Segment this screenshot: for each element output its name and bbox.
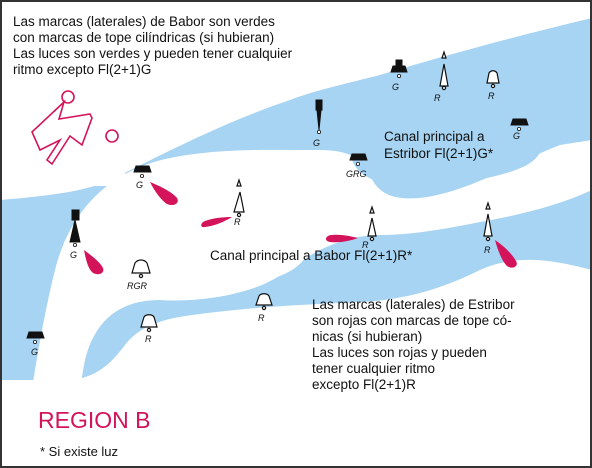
note-line: ritmo excepto Fl(2+1)G (13, 62, 151, 77)
buoy-can-icon (133, 165, 152, 178)
port-marks-note: Las marcas (laterales) de Babor son verd… (13, 14, 293, 77)
buoy-pillar-icon (140, 314, 158, 333)
buoy-can-icon (510, 118, 529, 132)
buoy-spar-icon (233, 178, 245, 218)
buoy-spar-icon (439, 50, 449, 91)
note-line: Las marcas (laterales) de Estribor (312, 297, 515, 312)
buoy-label: R (434, 93, 441, 103)
note-line: nicas (si hubieran) (312, 329, 422, 344)
buoy-label: RGR (127, 281, 148, 291)
note-line: son rojas con marcas de tope có- (312, 313, 512, 328)
buoy-spar-icon (367, 205, 377, 242)
buoy-can-icon (349, 153, 368, 166)
buoy-spar-icon (315, 99, 323, 134)
note-line: excepto Fl(2+1)R (312, 377, 416, 392)
land-left-block (0, 80, 125, 186)
buoy-label: R (488, 91, 495, 101)
canal-line: Canal principal a (384, 129, 485, 144)
buoy-pillar-icon (255, 293, 273, 311)
buoy-label: R (258, 313, 265, 323)
compass-arrow-icon (31, 90, 119, 166)
note-line: con marcas de tope cilíndricas (si hubie… (13, 30, 274, 45)
buoy-label: G (70, 250, 77, 260)
buoy-label: G (392, 82, 399, 92)
buoy-label: G (513, 131, 520, 141)
note-line: Las luces son rojas y pueden (312, 345, 487, 360)
buoy-can-icon (390, 59, 408, 79)
starboard-marks-note: Las marcas (laterales) de Estribor son r… (312, 297, 515, 392)
buoy-labels: G R R G G GRG G R R R G RGR R R G (31, 82, 520, 357)
light-flare (325, 234, 358, 243)
note-line: Las luces son verdes y pueden tener cual… (13, 46, 293, 61)
light-flare (201, 217, 232, 228)
buoy-label: R (145, 334, 152, 344)
buoy-symbols (26, 50, 529, 344)
light-flare (150, 182, 178, 206)
right-island (350, 112, 542, 187)
light-flare (495, 240, 517, 268)
buoy-label: R (362, 240, 369, 250)
buoy-label: GRG (346, 169, 367, 179)
region-title: REGION B (38, 407, 150, 433)
buoy-pillar-icon (131, 259, 151, 279)
light-flare (84, 250, 104, 275)
buoy-label: G (313, 138, 320, 148)
note-line: tener cualquier ritmo (312, 361, 435, 376)
buoy-pillar-icon (486, 70, 500, 89)
canal-estribor-label: Canal principal a Estribor Fl(2+1)G* (384, 129, 494, 161)
canal-line: Estribor Fl(2+1)G* (384, 146, 494, 161)
buoy-label: R (234, 217, 241, 227)
canal-babor-label: Canal principal a Babor Fl(2+1)R* (210, 248, 413, 263)
buoy-spar-icon (69, 209, 81, 247)
buoy-label: G (136, 180, 143, 190)
buoy-can-icon (26, 331, 45, 344)
land-bottom (0, 259, 592, 468)
buoy-label: R (484, 245, 491, 255)
note-line: Las marcas (laterales) de Babor son verd… (13, 14, 275, 29)
light-flares (84, 182, 517, 275)
buoy-label: G (31, 347, 38, 357)
land-top-left (0, 0, 592, 200)
buoy-spar-icon (483, 201, 493, 242)
footnote: * Si existe luz (40, 444, 118, 459)
main-channel (20, 140, 592, 468)
